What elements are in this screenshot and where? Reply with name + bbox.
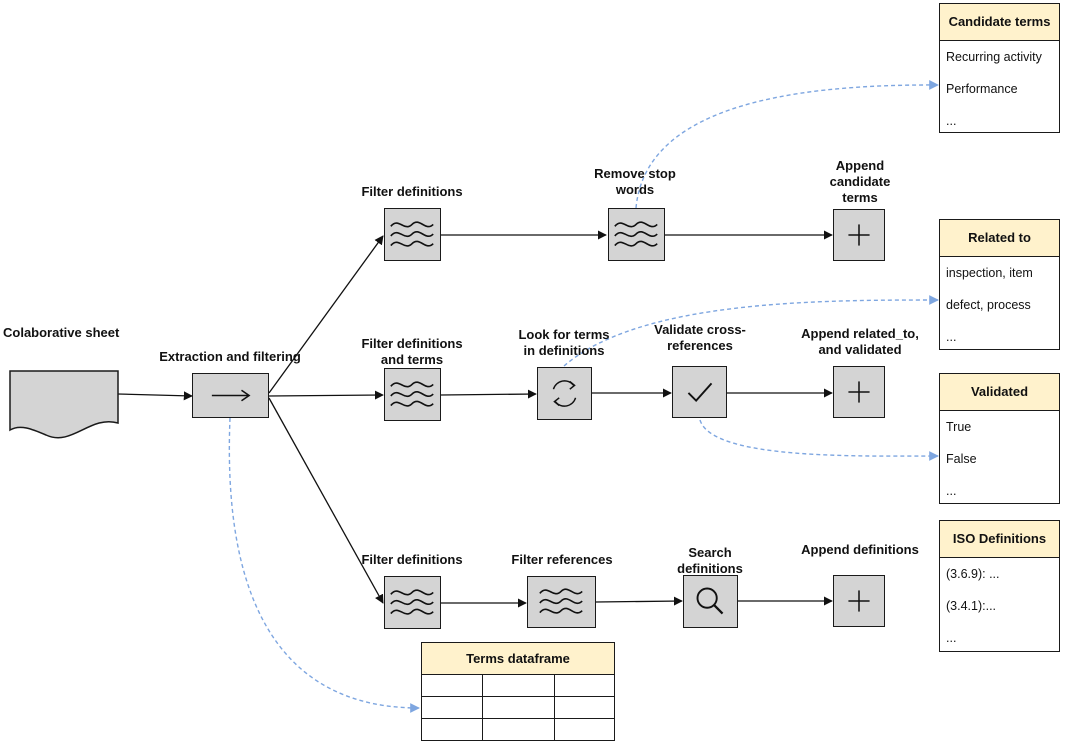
edge-extraction-to-top-filter [268, 235, 384, 394]
edge-extraction-to-middle-filter [268, 390, 384, 400]
bottom-filter-label: Filter definitions [361, 552, 463, 567]
edge-extraction-to-bottom-filter [268, 397, 384, 604]
validate-node [672, 366, 727, 418]
filter-wave-icon [390, 381, 434, 407]
look-terms-node [537, 367, 592, 420]
edge-references-to-search [595, 596, 683, 606]
plus-icon [848, 224, 870, 246]
related-to-row: inspection, item [946, 266, 1033, 280]
candidate-terms-row: ... [946, 114, 957, 128]
collaborative-sheet-shape [9, 370, 119, 439]
edge-middle-filter-to-look [440, 389, 537, 399]
validate-label: Validate cross- references [654, 322, 746, 353]
validated-row: True [946, 420, 972, 434]
candidate-terms-row: Performance [946, 82, 1018, 96]
magnifier-icon [696, 587, 724, 615]
filter-references-node [527, 576, 596, 628]
link-validate-to-validated [699, 419, 939, 461]
plus-icon [848, 590, 870, 612]
related-to-row: ... [946, 330, 957, 344]
collaborative-sheet-label: Colaborative sheet [3, 325, 120, 340]
related-to-box: Related to inspection, item defect, proc… [939, 219, 1060, 350]
bottom-filter-node [384, 576, 441, 629]
candidate-terms-header: Candidate terms [940, 4, 1059, 41]
append-related-node [833, 366, 885, 418]
validated-row: ... [946, 484, 957, 498]
filter-wave-icon [390, 221, 434, 247]
middle-filter-node [384, 368, 441, 421]
append-candidate-label: Append candidate terms [829, 158, 891, 205]
search-definitions-node [683, 575, 738, 628]
terms-dataframe: Terms dataframe [421, 642, 615, 741]
related-to-row: defect, process [946, 298, 1031, 312]
iso-definitions-row: (3.6.9): ... [946, 567, 1000, 581]
link-stopwords-to-candidate-terms [635, 80, 939, 209]
filter-wave-icon [614, 221, 658, 247]
middle-filter-label: Filter definitions and terms [361, 336, 463, 367]
right-arrow-icon [211, 389, 251, 402]
extraction-node [192, 373, 269, 418]
append-candidate-node [833, 209, 885, 261]
stop-words-node [608, 208, 665, 261]
iso-definitions-header: ISO Definitions [940, 521, 1059, 558]
validated-header: Validated [940, 374, 1059, 411]
link-extraction-to-terms-dataframe [228, 417, 420, 713]
validated-box: Validated True False ... [939, 373, 1060, 504]
look-terms-label: Look for terms in definitions [518, 327, 610, 358]
candidate-terms-box: Candidate terms Recurring activity Perfo… [939, 3, 1060, 133]
checkmark-icon [687, 382, 713, 403]
stop-words-label: Remove stop words [594, 166, 676, 197]
terms-dataframe-grid [422, 675, 614, 740]
top-filter-node [384, 208, 441, 261]
append-definitions-label: Append definitions [801, 542, 919, 557]
link-look-to-related-to [563, 295, 939, 367]
iso-definitions-row: ... [946, 631, 957, 645]
append-definitions-node [833, 575, 885, 627]
top-filter-label: Filter definitions [361, 184, 463, 199]
append-related-label: Append related_to, and validated [801, 326, 919, 357]
extraction-label: Extraction and filtering [159, 349, 301, 364]
validated-row: False [946, 452, 977, 466]
refresh-icon [552, 380, 577, 407]
filter-wave-icon [390, 589, 434, 615]
plus-icon [848, 381, 870, 403]
iso-definitions-box: ISO Definitions (3.6.9): ... (3.4.1):...… [939, 520, 1060, 652]
terms-dataframe-header: Terms dataframe [422, 643, 614, 675]
related-to-header: Related to [940, 220, 1059, 257]
search-definitions-label: Search definitions [677, 545, 743, 576]
filter-wave-icon [539, 588, 583, 614]
filter-references-label: Filter references [511, 552, 613, 567]
candidate-terms-row: Recurring activity [946, 50, 1042, 64]
edge-sheet-to-extraction [117, 391, 193, 401]
iso-definitions-row: (3.4.1):... [946, 599, 997, 613]
